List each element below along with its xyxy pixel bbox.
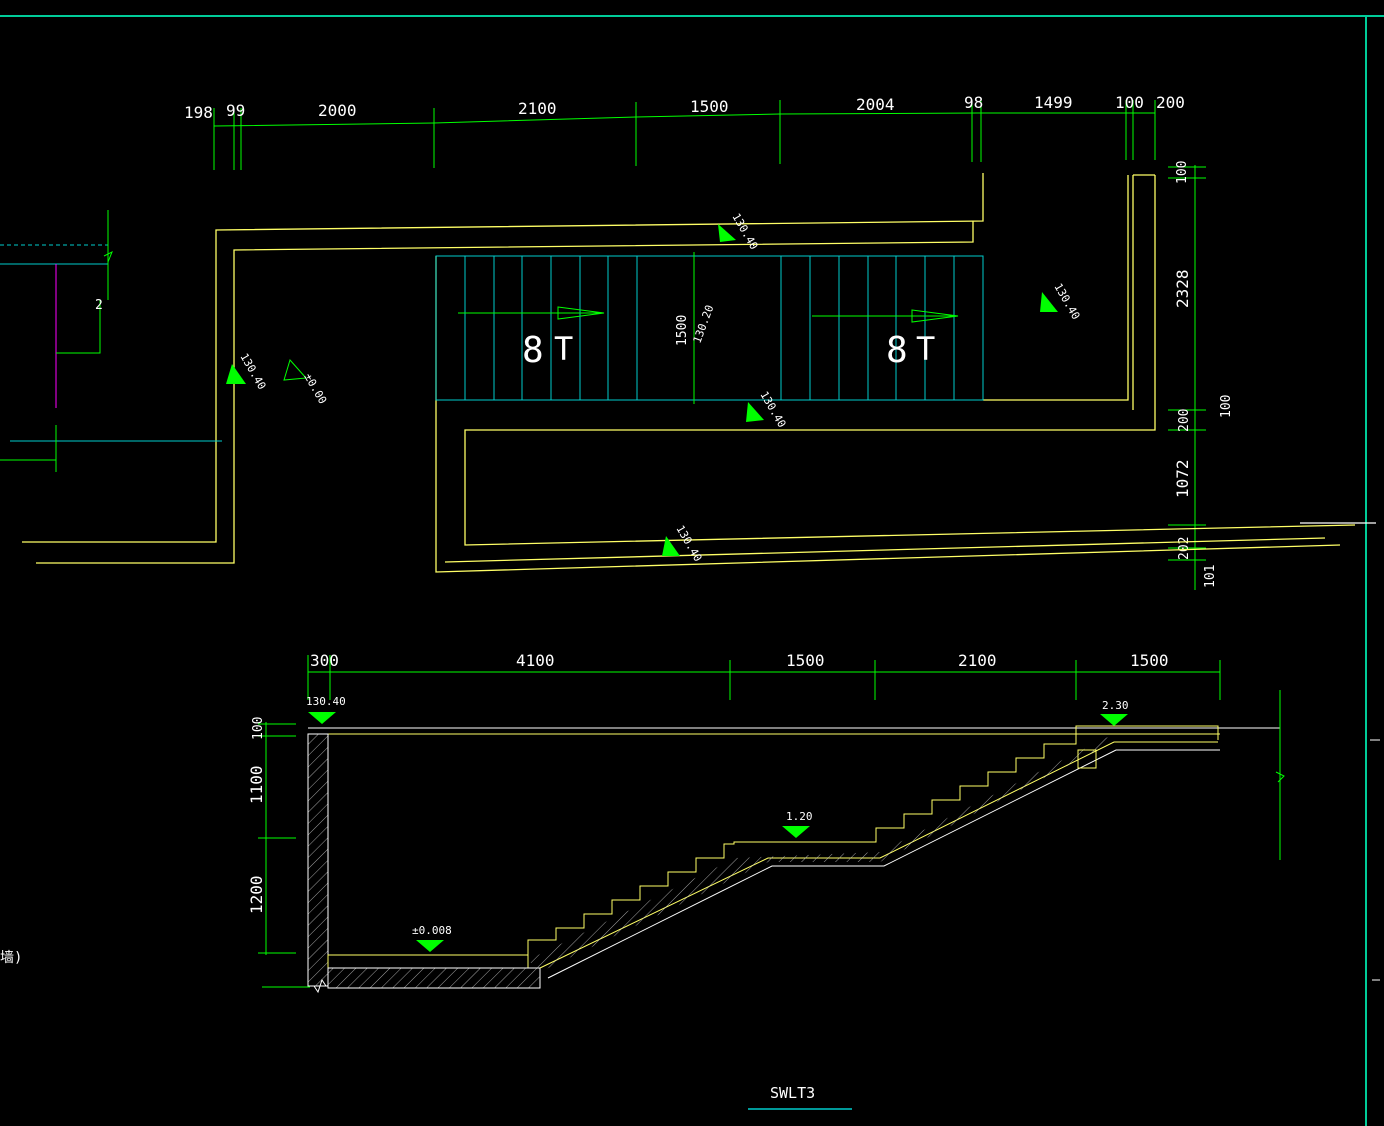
plan-dim-text: 100 xyxy=(1115,93,1144,112)
section-elevation-text: ±0.008 xyxy=(412,924,452,937)
plan-right-dim-text: 100 xyxy=(1219,395,1234,418)
stair-label: 8 xyxy=(886,330,908,371)
section-dim-text: 4100 xyxy=(516,651,555,670)
plan-dim-text: 1500 xyxy=(690,97,729,116)
elevation-marker-icon xyxy=(283,358,308,381)
section-elevation-text: 130.40 xyxy=(306,695,346,708)
plan-wall-outlines xyxy=(22,173,1376,573)
landing-label: 1500 xyxy=(675,315,690,346)
plan-right-dim-text: 2328 xyxy=(1173,269,1192,308)
plan-right-dim-text: 101 xyxy=(1203,565,1218,588)
plan-dim-text: 98 xyxy=(964,93,983,112)
left-fragment xyxy=(0,210,222,472)
plan-right-dim-text: 202 xyxy=(1177,537,1192,560)
section-left-dimension-line xyxy=(258,722,310,988)
plan-elevation-text: 130.40 xyxy=(757,389,788,430)
plan-right-dim-text: 1072 xyxy=(1173,459,1192,498)
section-left-dim-text: 100 xyxy=(251,717,266,740)
section-left-dimension-texts: 100 1100 1200 xyxy=(247,717,266,914)
plan-top-dimension-line xyxy=(213,100,1156,170)
section-top-dimension-line xyxy=(307,655,1221,700)
elevation-marker-icon xyxy=(226,364,246,384)
elevation-marker-icon xyxy=(662,536,680,556)
plan-right-dimension-line xyxy=(1168,165,1206,590)
section-elevation-text: 2.30 xyxy=(1102,699,1129,712)
stair-label: T xyxy=(916,330,935,368)
elevation-marker-icon xyxy=(718,224,736,242)
section-dim-text: 1500 xyxy=(1130,651,1169,670)
section-dim-text: 2100 xyxy=(958,651,997,670)
plan-right-dim-text: 100 xyxy=(1175,161,1190,184)
elevation-marker-icon xyxy=(1100,714,1128,726)
plan-top-dimension-texts: 198 99 2000 2100 1500 2004 98 1499 100 2… xyxy=(184,93,1185,122)
section-top-dimension-texts: 300 4100 1500 2100 1500 xyxy=(310,651,1169,670)
plan-elevation-text: 130.40 xyxy=(237,351,268,392)
plan-dim-text: 2000 xyxy=(318,101,357,120)
elevation-marker-icon xyxy=(416,940,444,952)
section-elevation-text: 1.20 xyxy=(786,810,813,823)
stair-label: T xyxy=(554,330,573,368)
plan-dim-text: 200 xyxy=(1156,93,1185,112)
plan-dim-text: 2100 xyxy=(518,99,557,118)
section-left-note: 墙) xyxy=(0,950,22,966)
drawing-frame xyxy=(0,15,1384,1126)
section-dim-text: 1500 xyxy=(786,651,825,670)
plan-dim-text: 1499 xyxy=(1034,93,1073,112)
plan-elevation-text: 130.40 xyxy=(1051,281,1082,322)
elevation-marker-icon xyxy=(308,712,336,724)
plan-stair-arrows xyxy=(458,252,959,404)
frame-ticks xyxy=(1370,739,1380,981)
left-label: 2 xyxy=(95,298,103,313)
section-elevation-markers: 130.40 2.30 1.20 ±0.008 xyxy=(306,695,1129,952)
plan-elevation-text: 130.40 xyxy=(673,523,704,564)
plan-elevation-text: 130.40 xyxy=(729,211,760,252)
plan-right-dimension-texts: 100 2328 200 100 1072 202 101 xyxy=(1173,161,1234,588)
elevation-marker-icon xyxy=(746,402,764,422)
elevation-marker-icon xyxy=(1040,292,1058,312)
section-left-dim-text: 1100 xyxy=(247,765,266,804)
drawing-title-block: SWLT3 xyxy=(748,1084,852,1110)
plan-stair-labels: 8 T 8 T 1500 130.20 xyxy=(522,303,935,371)
plan-dim-text: 99 xyxy=(226,101,245,120)
section-left-dim-text: 1200 xyxy=(247,875,266,914)
section-body xyxy=(307,690,1285,994)
drawing-title: SWLT3 xyxy=(770,1084,815,1102)
plan-dim-text: 2004 xyxy=(856,95,895,114)
plan-right-dim-text: 200 xyxy=(1177,409,1192,432)
plan-dim-text: 198 xyxy=(184,103,213,122)
plan-elevation-text: ±0.00 xyxy=(301,371,329,406)
plan-stair-flights xyxy=(435,255,984,401)
stair-label: 8 xyxy=(522,330,544,371)
elevation-marker-icon xyxy=(782,826,810,838)
section-dim-text: 300 xyxy=(310,651,339,670)
